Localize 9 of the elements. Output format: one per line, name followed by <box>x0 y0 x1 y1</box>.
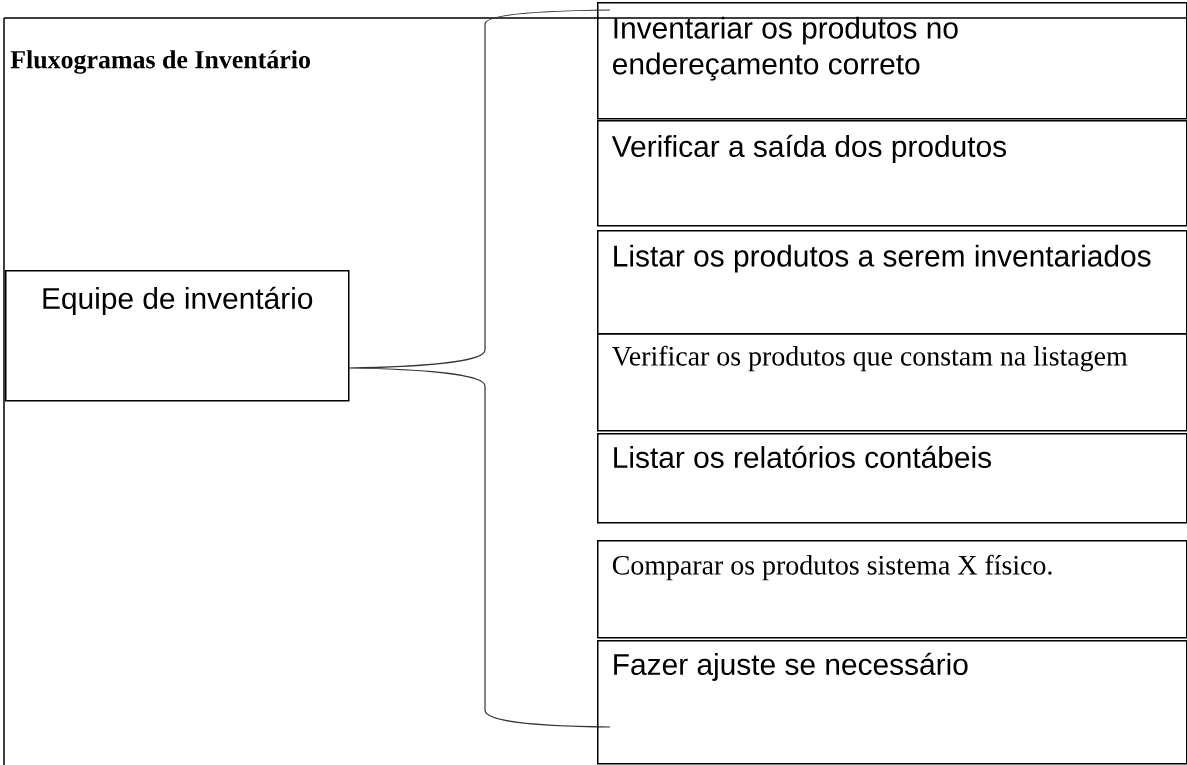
process-box: Comparar os produtos sistema X físico. <box>597 540 1187 639</box>
process-box: Verificar a saída dos produtos <box>597 120 1187 227</box>
process-box: Verificar os produtos que constam na listagem <box>597 333 1187 432</box>
process-box: Listar os relatórios contábeis <box>597 433 1187 524</box>
process-box: Fazer ajuste se necessário <box>597 640 1187 765</box>
process-box: Inventariar os produtos no endereçamento correto <box>597 2 1187 120</box>
process-box: Listar os produtos a serem inventariados <box>597 230 1187 335</box>
title: Fluxogramas de Inventário <box>10 50 310 74</box>
process-box: Equipe de inventário <box>5 270 350 402</box>
